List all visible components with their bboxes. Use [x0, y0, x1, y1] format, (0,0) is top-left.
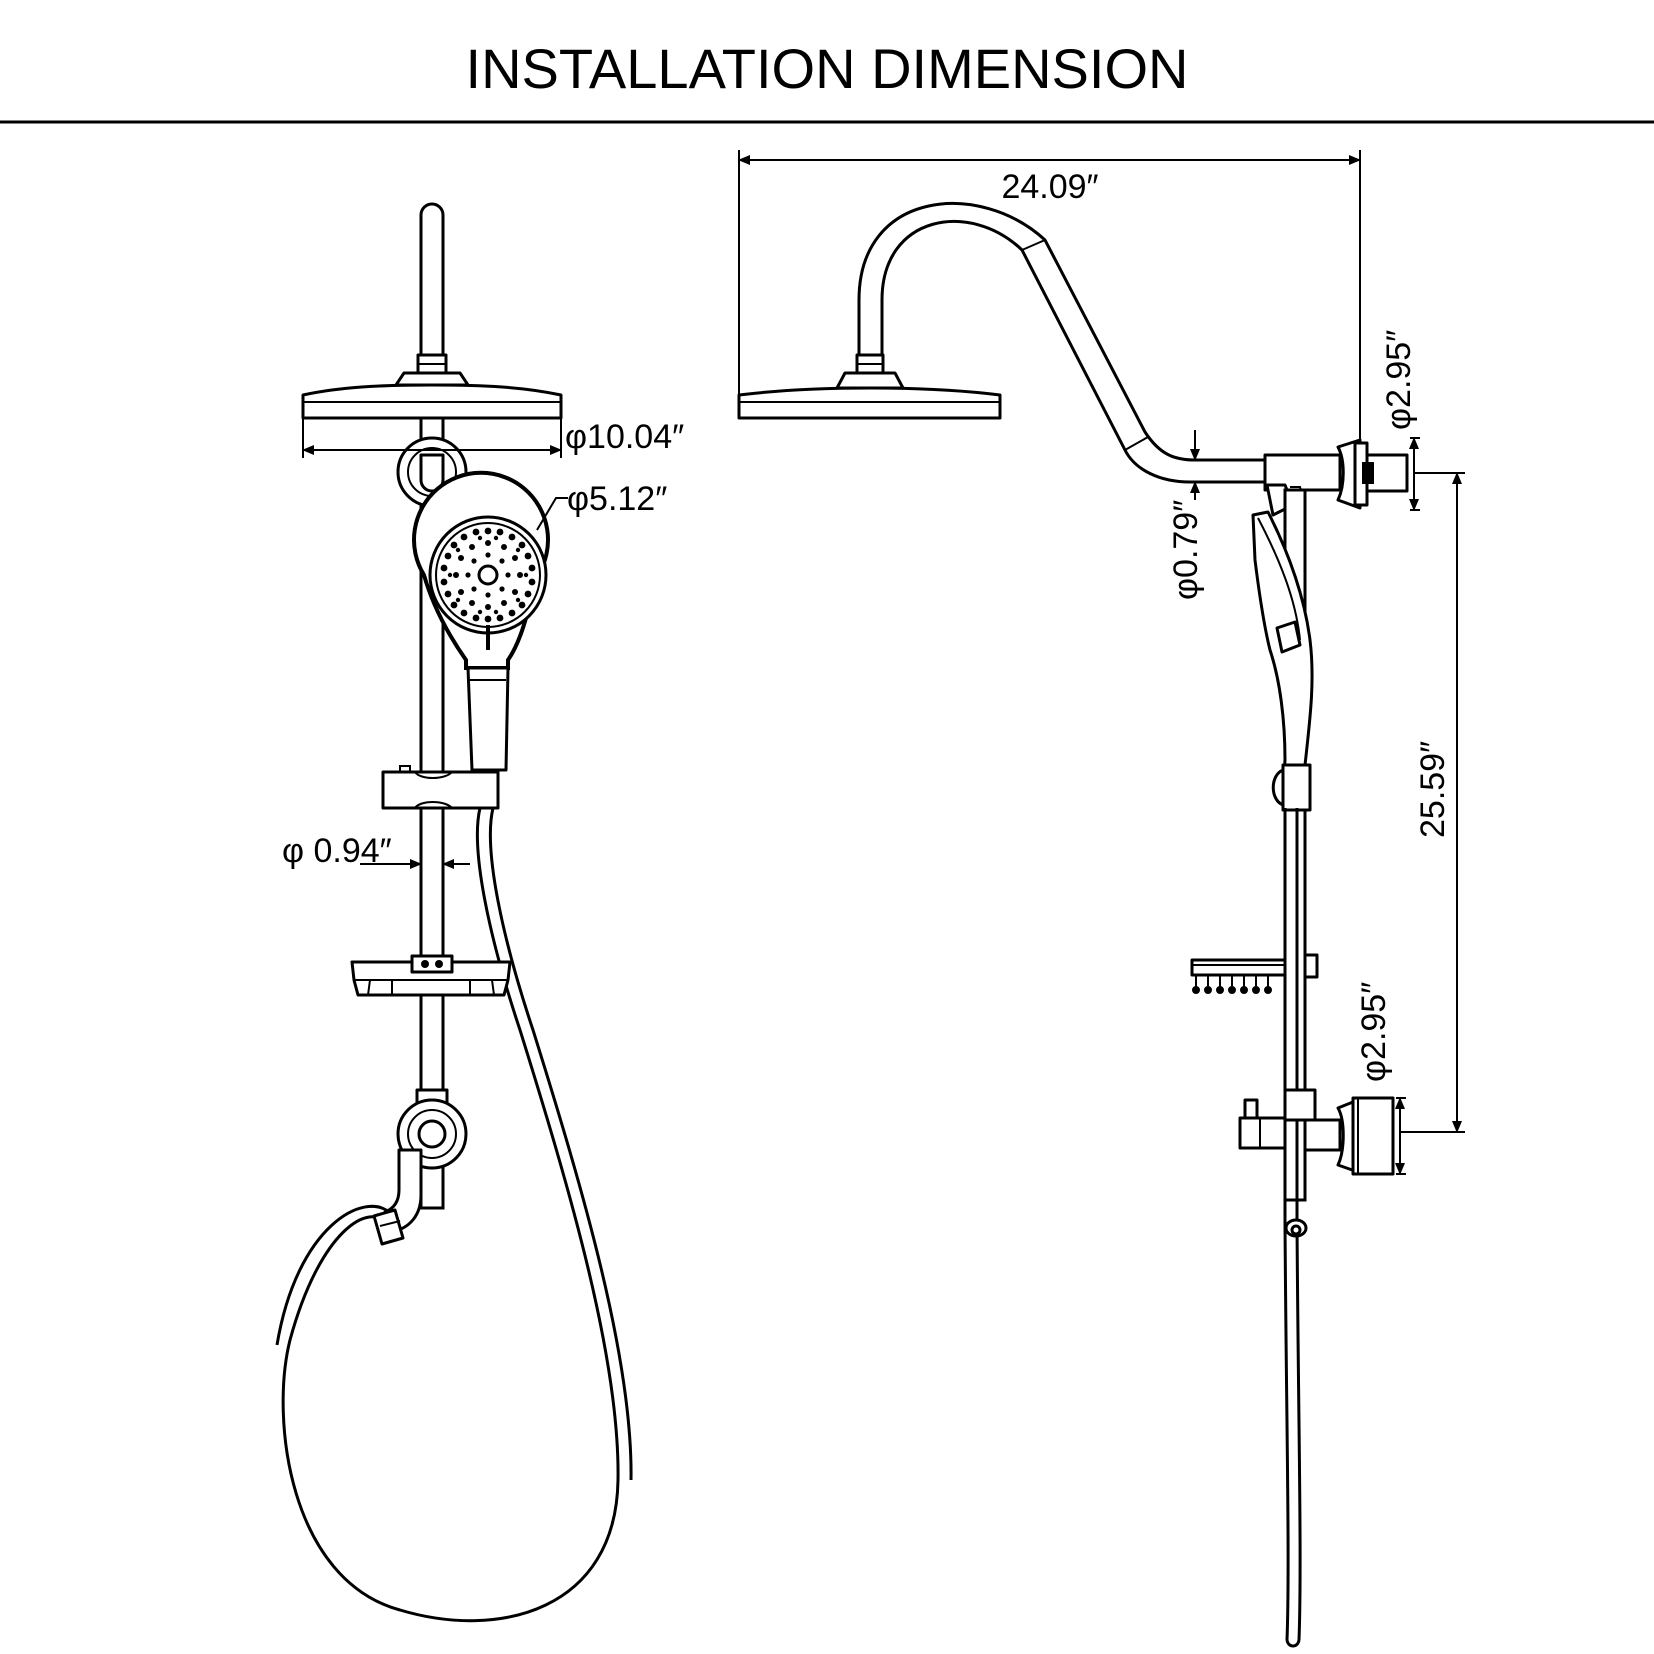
- side-bottom-wall-plate: [1351, 1096, 1395, 1176]
- side-bottom-inlet: [1303, 1118, 1342, 1152]
- side-hose-lower: [1283, 1219, 1290, 1641]
- arm-reach-label: 24.09″: [1001, 168, 1098, 206]
- hand-shower-front: [412, 470, 550, 772]
- front-top-pipe: [419, 202, 445, 357]
- front-view: φ10.04″ φ5.12″ φ 0.94″: [275, 202, 684, 1623]
- inlet-spacing-label: 25.59″: [1414, 741, 1452, 838]
- bottom-flange-diameter-label: φ2.95″: [1355, 982, 1393, 1082]
- top-flange-diameter-label: φ2.95″: [1380, 330, 1418, 430]
- arm-diameter-label: φ0.79″: [1167, 500, 1205, 600]
- front-hose-nut: [372, 1208, 405, 1246]
- side-diverter: [1238, 1116, 1287, 1150]
- front-slide-holder: [381, 770, 500, 810]
- side-soap-dish: [1190, 958, 1287, 977]
- front-head-neck: [394, 371, 470, 387]
- page-title: INSTALLATION DIMENSION: [466, 37, 1189, 100]
- side-gooseneck-arm: [857, 202, 1267, 484]
- hand-shower-handle: [466, 666, 510, 772]
- hand-shower-leader: [536, 497, 568, 531]
- front-shower-hose: [281, 807, 620, 1623]
- hand-shower-diameter-label: φ5.12″: [567, 480, 667, 518]
- rain-head-diameter-label: φ10.04″: [565, 418, 684, 456]
- side-view: 24.09″ φ0.79″ φ2.95″: [737, 150, 1465, 1648]
- rod-diameter-label: φ 0.94″: [282, 832, 392, 870]
